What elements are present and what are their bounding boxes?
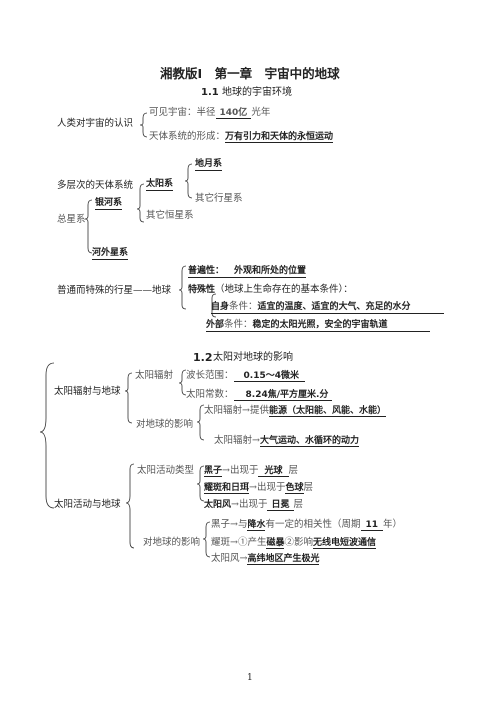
energy-row: 太阳辐射→提供能源（太阳能、风能、水能）	[204, 405, 386, 417]
total-galaxy: 总星系	[57, 214, 86, 225]
own-conditions: 自身条件：适宜的温度、适宜的大气、充足的水分	[211, 301, 444, 314]
page-number: 1	[247, 673, 253, 683]
activity-types-label: 太阳活动类型	[137, 465, 195, 476]
power-row: 太阳辐射→大气运动、水循环的动力	[214, 435, 359, 447]
earth-moon-system: 地月系	[195, 159, 223, 171]
common-value: 外观和所处的位置	[234, 266, 307, 276]
system-formation: 天体系统的形成：万有引力和天体的永恒运动	[149, 131, 334, 143]
section-1-title: 地球的宇宙环境	[222, 87, 292, 98]
external-value: 稳定的太阳光照，安全的宇宙轨道	[252, 320, 388, 330]
special-planet-label: 普通而特殊的行星——地球	[57, 285, 172, 296]
special-label: 特殊性（地球上生命存在的基本条件）：	[188, 284, 353, 295]
milky-way: 银河系	[95, 198, 123, 210]
wavelength-value: 0.15～4微米	[233, 371, 305, 382]
external-conditions: 外部条件：稳定的太阳光照，安全的宇宙轨道	[206, 319, 430, 332]
impact-label-1: 对地球的影响	[136, 419, 194, 430]
flare-impact-row: 耀斑→①产生磁暴②影响无线电短波通信	[211, 537, 377, 549]
radiation-label: 太阳辐射	[135, 370, 174, 381]
radiation-and-earth: 太阳辐射与地球	[54, 386, 121, 397]
impact-label-2: 对地球的影响	[143, 537, 201, 548]
cognition-label: 人类对宇宙的认识	[57, 118, 134, 129]
wind-row: 太阳风→出现于日冕层	[204, 499, 304, 511]
sunspot-row: 黑子→出现于光球层	[204, 465, 299, 477]
activity-and-earth: 太阳活动与地球	[54, 499, 121, 510]
flare-row: 耀斑和日珥→出现于色球层	[204, 482, 314, 494]
levels-label: 多层次的天体系统	[57, 180, 134, 191]
extragalactic: 河外星系	[92, 248, 129, 260]
other-stars: 其它恒星系	[146, 210, 194, 221]
wind-impact-row: 太阳风→高纬地区产生极光	[211, 553, 320, 565]
wavelength-row: 波长范围：0.15～4微米	[186, 370, 305, 382]
formation-value: 万有引力和天体的永恒运动	[225, 132, 334, 143]
solar-constant-value: 8.24焦/平方厘米.分	[233, 390, 333, 401]
section-2-title: 太阳对地球的影响	[213, 352, 293, 363]
common-label: 普遍性：外观和所处的位置	[188, 266, 307, 278]
section-1-number: 1.1	[201, 87, 219, 98]
visible-radius-value: 140亿	[215, 108, 252, 119]
other-planets: 其它行星系	[195, 193, 243, 204]
solar-system: 太阳系	[146, 179, 174, 191]
section-2-number: 1.2	[193, 351, 213, 364]
solar-constant-row: 太阳常数：8.24焦/平方厘米.分	[186, 389, 333, 401]
own-value: 适宜的温度、适宜的大气、充足的水分	[257, 302, 411, 312]
page-title: 湘教版Ⅰ 第一章 宇宙中的地球	[160, 66, 340, 81]
